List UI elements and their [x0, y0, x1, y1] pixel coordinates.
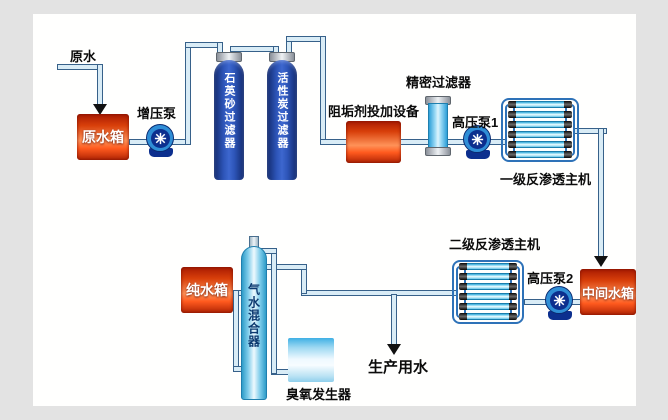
raw-water-label: 原水 — [70, 49, 97, 64]
membrane-tube — [508, 101, 572, 108]
pipe-segment — [598, 128, 604, 258]
ozone-generator-label: 臭氧发生器 — [286, 387, 352, 402]
ozone-generator — [288, 338, 334, 382]
vessel-cap — [425, 147, 451, 156]
pure-water-tank: 纯水箱 — [181, 267, 233, 313]
membrane-tube — [459, 283, 517, 290]
ro-frame — [501, 98, 579, 162]
membrane-tube — [508, 111, 572, 118]
ro-frame — [452, 260, 524, 324]
precision-filter-label: 精密过滤器 — [406, 75, 472, 90]
impeller-icon — [150, 128, 170, 148]
flow-arrow-down — [594, 256, 608, 267]
antiscalant-label: 阻垢剂投加设备 — [328, 104, 420, 119]
flow-arrow-down — [93, 104, 107, 115]
pure-water-tank-label: 纯水箱 — [186, 282, 228, 298]
raw-water-tank: 原水箱 — [77, 114, 129, 160]
pipe-segment — [301, 290, 457, 296]
raw-water-tank-label: 原水箱 — [82, 129, 124, 145]
flow-arrow-down — [387, 344, 401, 355]
precision-filter — [428, 103, 448, 149]
quartz-sand-filter-label: 石英砂过滤器 — [223, 72, 235, 150]
pipe-segment — [271, 248, 277, 374]
membrane-tube — [508, 151, 572, 158]
pipe-segment — [185, 42, 191, 145]
membrane-tube — [459, 313, 517, 320]
activated-carbon-filter-label: 活性炭过滤器 — [276, 72, 288, 150]
membrane-tube — [508, 141, 572, 148]
pipe-segment — [233, 290, 239, 370]
antiscalant-dosing-device — [346, 121, 401, 163]
hp-pump-2-label: 高压泵2 — [527, 271, 574, 286]
ro-stage-2-label: 二级反渗透主机 — [449, 237, 541, 252]
diagram-page — [33, 14, 636, 406]
pump-base — [548, 311, 572, 320]
ro-stage-1-label: 一级反渗透主机 — [500, 172, 592, 187]
membrane-tube — [459, 273, 517, 280]
pipe-segment — [320, 139, 348, 145]
activated-carbon-filter: 活性炭过滤器 — [267, 60, 297, 180]
intermediate-tank-label: 中间水箱 — [581, 285, 634, 301]
membrane-tube — [508, 131, 572, 138]
pump-base — [149, 148, 173, 157]
membrane-tube — [508, 121, 572, 128]
air-water-mixer: 气水混合器 — [241, 246, 267, 400]
intermediate-tank: 中间水箱 — [580, 269, 636, 315]
pipe-segment — [320, 36, 326, 142]
impeller-icon — [467, 129, 487, 149]
production-water-label: 生产用水 — [368, 359, 429, 376]
membrane-tube — [459, 293, 517, 300]
air-water-mixer-label: 气水混合器 — [246, 283, 261, 348]
quartz-sand-filter: 石英砂过滤器 — [214, 60, 244, 180]
booster-pump — [146, 124, 174, 152]
hp-pump-1-label: 高压泵1 — [452, 115, 499, 130]
pump-base — [466, 150, 490, 159]
membrane-tube — [459, 303, 517, 310]
pipe-segment — [97, 64, 103, 106]
high-pressure-pump-2 — [545, 286, 573, 314]
booster-pump-label: 增压泵 — [137, 106, 177, 121]
pipe-segment — [262, 264, 307, 270]
pipe-segment — [391, 294, 397, 346]
high-pressure-pump-1 — [463, 125, 491, 153]
impeller-icon — [549, 290, 569, 310]
membrane-tube — [459, 263, 517, 270]
